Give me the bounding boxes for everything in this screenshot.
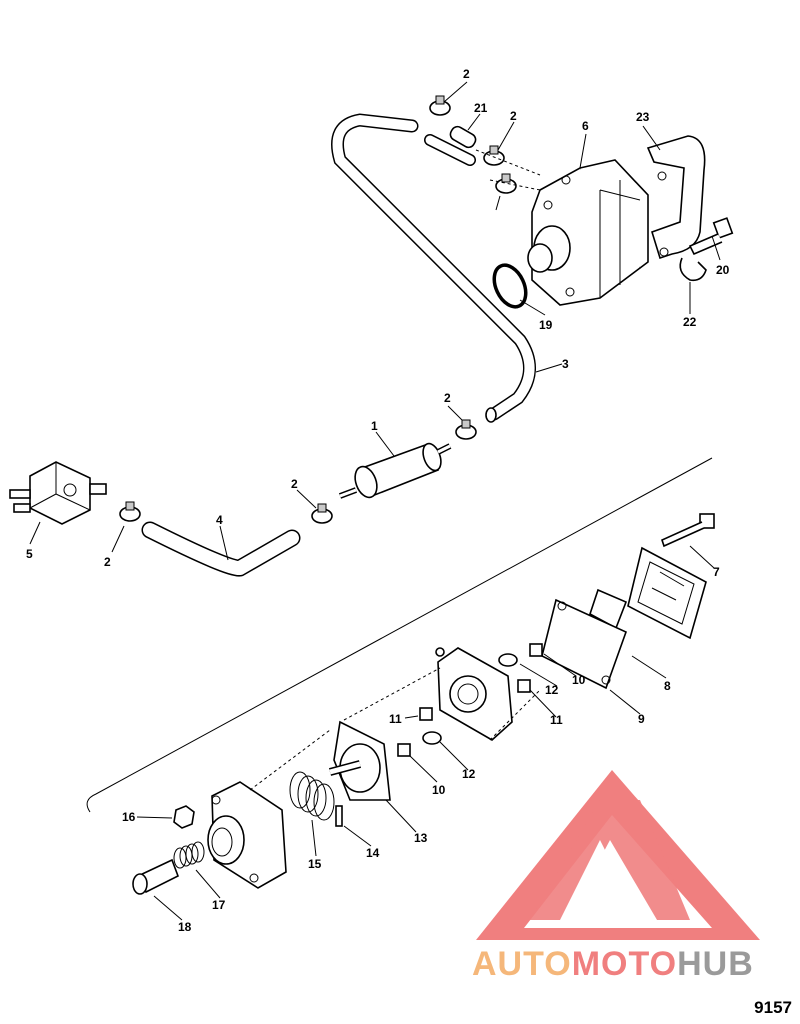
callout-6: 6 [582, 119, 589, 133]
callout-20: 20 [716, 263, 730, 277]
spring-large [289, 771, 335, 821]
fuel-connector-fitting [9, 461, 107, 525]
diaphragm-gasket [541, 598, 628, 690]
callout-11: 11 [389, 712, 402, 726]
pump-cover [627, 546, 707, 640]
callout-2: 2 [104, 555, 111, 569]
callout-13: 13 [414, 831, 428, 845]
callout-14: 14 [366, 846, 380, 860]
plunger [132, 858, 180, 895]
inline-fuel-filter [338, 442, 452, 499]
callout-16: 16 [122, 810, 136, 824]
callout-17: 17 [212, 898, 226, 912]
assembly-divider-line [86, 457, 713, 813]
watermark-text: AUTOMOTOHUB [472, 945, 754, 983]
callout-2: 2 [444, 391, 451, 405]
callout-2: 2 [463, 67, 470, 81]
callout-18: 18 [178, 920, 192, 934]
mounting-bracket [646, 135, 706, 260]
hose-clamps [119, 95, 517, 524]
pump-base-housing [207, 781, 287, 889]
callout-10: 10 [572, 673, 586, 687]
hose-connector [424, 125, 477, 166]
watermark-part1: AUTO [472, 945, 572, 983]
valve-body [435, 647, 513, 741]
figure-number: 9157 [754, 998, 792, 1017]
cover-screw [661, 513, 715, 548]
watermark-logo: AUTOMOTOHUB [472, 770, 760, 983]
callout-12: 12 [462, 767, 476, 781]
valve-fasteners [397, 643, 543, 757]
hose-clip [679, 257, 707, 282]
callout-21: 21 [474, 101, 488, 115]
leader-lines [29, 81, 721, 921]
watermark-part2: MOTO [572, 945, 677, 983]
pin [335, 805, 343, 827]
callout-11: 11 [550, 713, 563, 727]
callout-labels: 2 21 2 6 23 20 22 19 3 2 1 2 4 5 2 7 8 9… [26, 67, 730, 934]
nut [173, 805, 195, 829]
callout-10: 10 [432, 783, 446, 797]
callout-15: 15 [308, 857, 322, 871]
callout-4: 4 [216, 513, 223, 527]
callout-2: 2 [291, 477, 298, 491]
watermark-part3: HUB [677, 945, 754, 983]
spring-small [173, 841, 205, 869]
fuel-pump-assembly [527, 159, 649, 306]
callout-19: 19 [539, 318, 553, 332]
callout-12: 12 [545, 683, 559, 697]
diaphragm-assembly [328, 720, 391, 801]
callout-9: 9 [638, 712, 645, 726]
callout-3: 3 [562, 357, 569, 371]
callout-23: 23 [636, 110, 650, 124]
callout-1: 1 [371, 419, 378, 433]
callout-22: 22 [683, 315, 697, 329]
callout-5: 5 [26, 547, 33, 561]
bracket-bolt [688, 217, 734, 256]
callout-2: 2 [510, 109, 517, 123]
callout-8: 8 [664, 679, 671, 693]
callout-7: 7 [713, 565, 720, 579]
o-ring [492, 263, 528, 309]
